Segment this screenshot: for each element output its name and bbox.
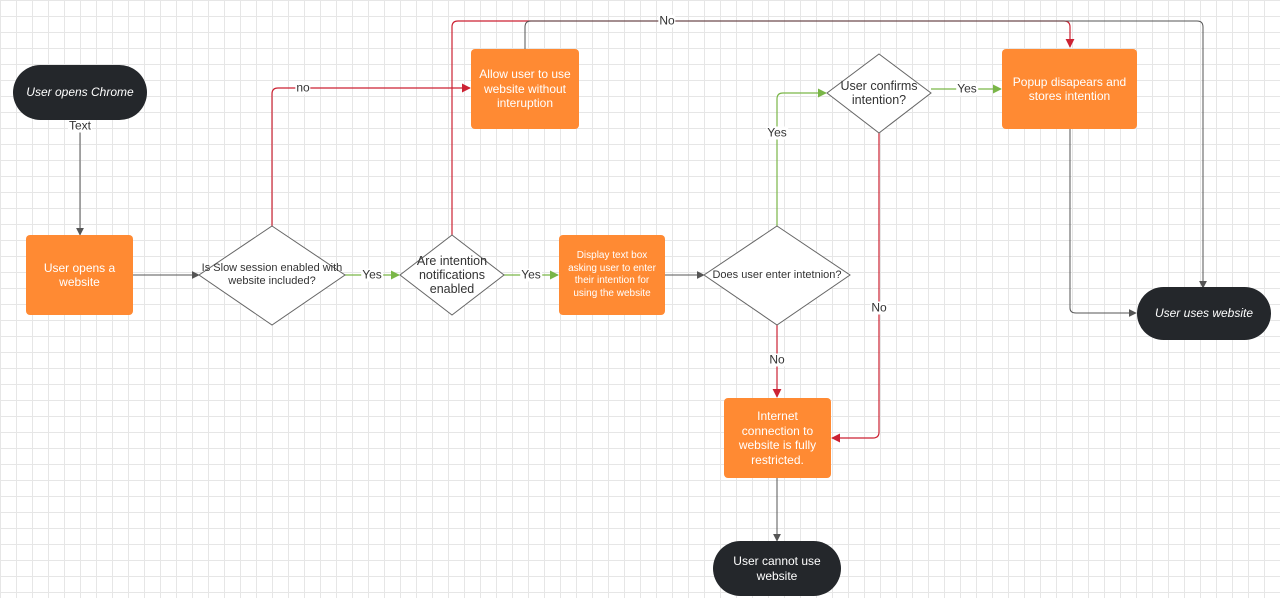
enter-intention-question: Does user enter intetnion? <box>712 268 842 281</box>
edge-allow-use-to-uses-website[interactable] <box>524 20 1207 289</box>
connection-restricted-box[interactable]: Internet connection to website is fully … <box>724 398 831 478</box>
edge-label-slow-no: no <box>295 80 311 95</box>
slow-session-question: Is Slow session enabled with website inc… <box>201 262 343 287</box>
edge-label-confirm-no: No <box>870 300 888 315</box>
confirm-intention-question: User confirms intention? <box>840 79 918 107</box>
end-user-cannot-use-website[interactable]: User cannot use website <box>713 541 841 596</box>
edge-popup-to-uses-website[interactable] <box>1069 129 1137 317</box>
enter-intention-diamond[interactable] <box>703 225 851 326</box>
user-opens-website-box[interactable]: User opens a website <box>26 235 133 315</box>
display-text-box[interactable]: Display text box asking user to enter th… <box>559 235 665 315</box>
edge-slow-check-no[interactable] <box>271 83 471 226</box>
edge-label-enter-no: No <box>768 352 786 367</box>
edge-label-slow-yes: Yes <box>361 267 383 282</box>
slow-session-diamond[interactable] <box>198 225 346 326</box>
intention-notifications-diamond[interactable] <box>399 234 505 316</box>
edge-label-confirm-yes: Yes <box>956 81 978 96</box>
confirm-intention-diamond[interactable] <box>826 53 932 134</box>
allow-use-box[interactable]: Allow user to use website without interu… <box>471 49 579 129</box>
intention-notifications-question: Are intention notifications enabled <box>416 254 488 296</box>
edge-label-notifications-no: No <box>658 13 676 28</box>
end-user-uses-website[interactable]: User uses website <box>1137 287 1271 340</box>
edge-enter-check-yes[interactable] <box>776 88 827 226</box>
start-user-opens-chrome[interactable]: User opens Chrome <box>13 65 147 120</box>
edge-label-notifications-yes: Yes <box>520 267 542 282</box>
popup-disappears-box[interactable]: Popup disapears and stores intention <box>1002 49 1137 129</box>
edge-confirm-no[interactable] <box>831 133 880 443</box>
edge-label-enter-yes: Yes <box>766 125 788 140</box>
edge-label-text: Text <box>67 118 93 133</box>
